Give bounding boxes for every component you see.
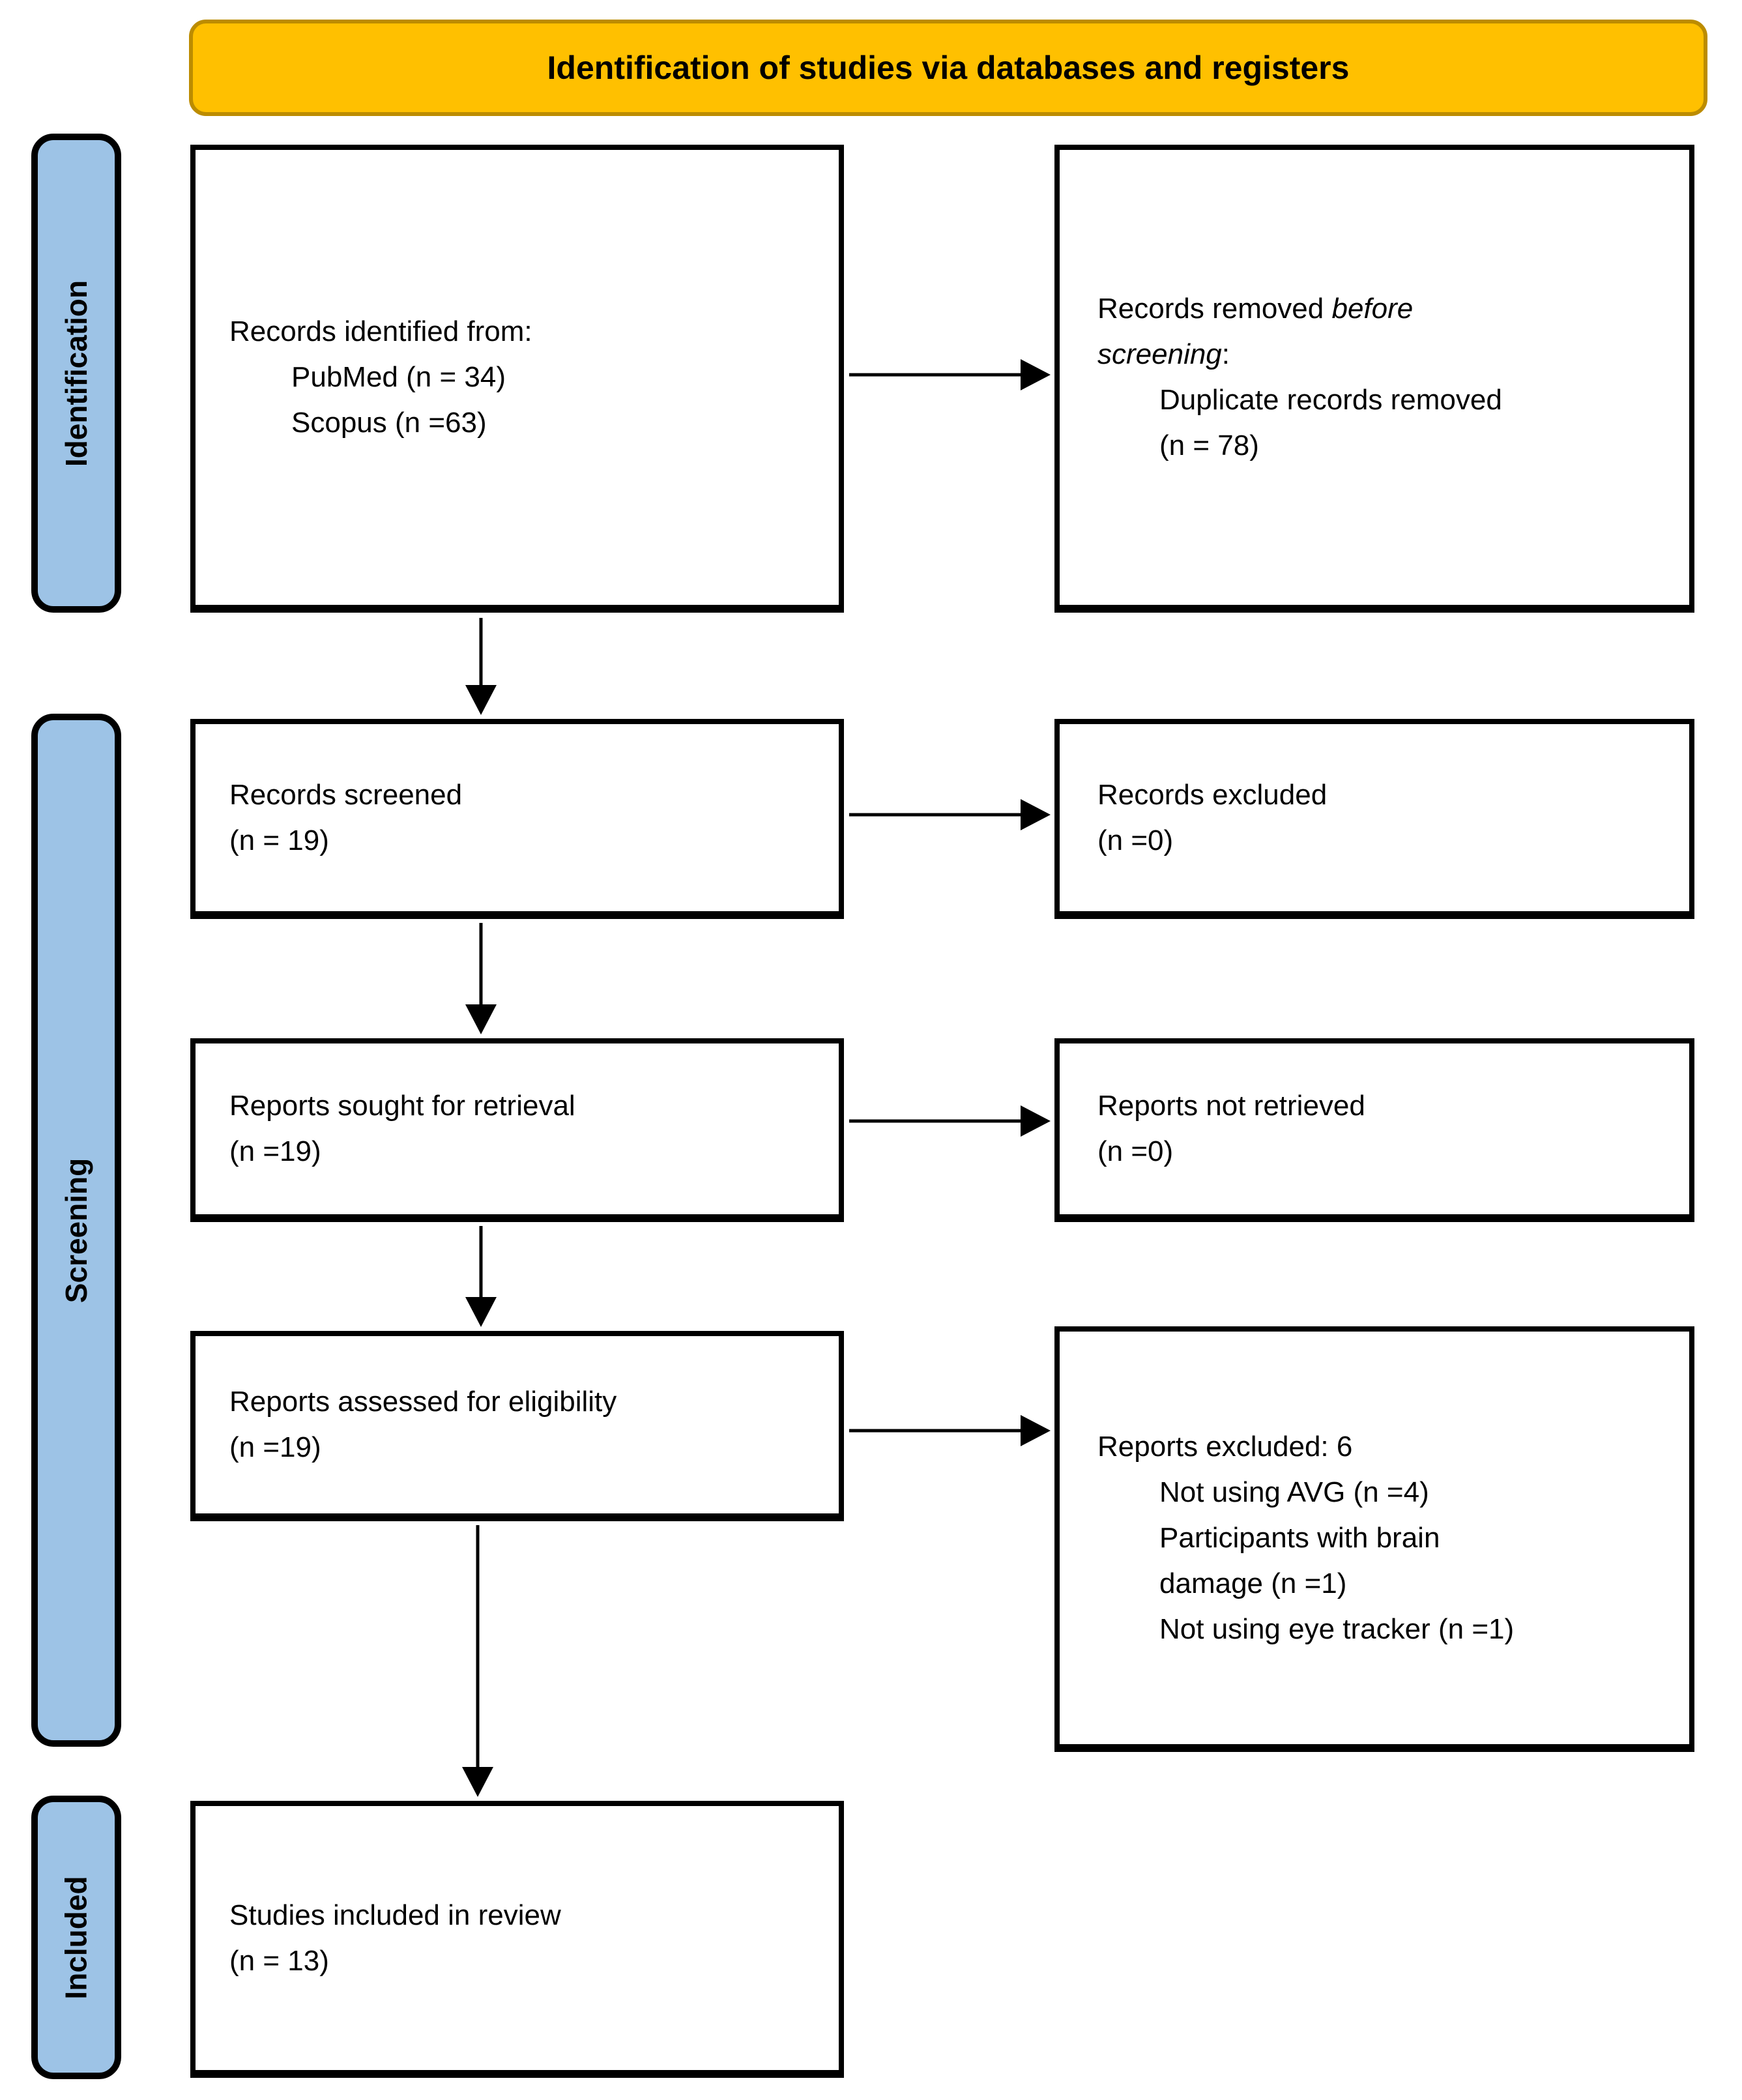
box-reports-excluded: Reports excluded: 6 Not using AVG (n =4)… (1054, 1326, 1694, 1752)
box-line: (n =19) (229, 1135, 321, 1167)
box-line: (n =0) (1097, 824, 1174, 856)
box-line: Reports not retrieved (1097, 1090, 1365, 1122)
box-line: Scopus (n =63) (291, 407, 487, 439)
box-line: Records excluded (1097, 778, 1328, 811)
box-line: screening: (1097, 338, 1230, 370)
box-reports-assessed: Reports assessed for eligibility (n =19) (190, 1331, 844, 1521)
header-title: Identification of studies via databases … (547, 50, 1350, 86)
stage-identification-label: Identification (59, 280, 94, 467)
box-line: Not using AVG (n =4) (1159, 1476, 1429, 1508)
box-line: Records removed before (1097, 293, 1414, 325)
stage-screening-label: Screening (59, 1158, 94, 1303)
stage-included-label: Included (59, 1875, 93, 2000)
box-line: Participants with brain (1159, 1521, 1440, 1554)
box-line: Records screened (229, 778, 463, 811)
box-line: Reports assessed for eligibility (229, 1386, 617, 1418)
box-line: (n = 78) (1159, 430, 1259, 461)
stage-identification: Identification (31, 134, 121, 613)
box-reports-not-retrieved: Reports not retrieved (n =0) (1054, 1038, 1694, 1222)
box-studies-included: Studies included in review (n = 13) (190, 1801, 844, 2078)
box-line: Not using eye tracker (n =1) (1159, 1612, 1515, 1645)
box-line: (n =0) (1097, 1135, 1174, 1167)
box-line: damage (n =1) (1159, 1567, 1347, 1599)
stage-screening: Screening (31, 714, 121, 1747)
box-records-screened: Records screened (n = 19) (190, 719, 844, 919)
box-line: (n = 13) (229, 1944, 329, 1977)
box-records-excluded: Records excluded (n =0) (1054, 719, 1694, 919)
box-reports-sought: Reports sought for retrieval (n =19) (190, 1038, 844, 1222)
box-line: Studies included in review (229, 1899, 561, 1931)
box-line: PubMed (n = 34) (291, 361, 506, 393)
stage-included: Included (31, 1796, 121, 2079)
box-line: Reports sought for retrieval (229, 1090, 575, 1122)
header-banner: Identification of studies via databases … (189, 20, 1707, 116)
box-line: Duplicate records removed (1159, 384, 1502, 416)
box-line: (n = 19) (229, 824, 329, 856)
box-line: Records identified from: (229, 315, 532, 347)
box-records-removed: Records removed before screening: Duplic… (1054, 145, 1694, 613)
box-line: Reports excluded: 6 (1097, 1430, 1353, 1463)
box-records-identified: Records identified from: PubMed (n = 34)… (190, 145, 844, 613)
box-line: (n =19) (229, 1431, 321, 1463)
